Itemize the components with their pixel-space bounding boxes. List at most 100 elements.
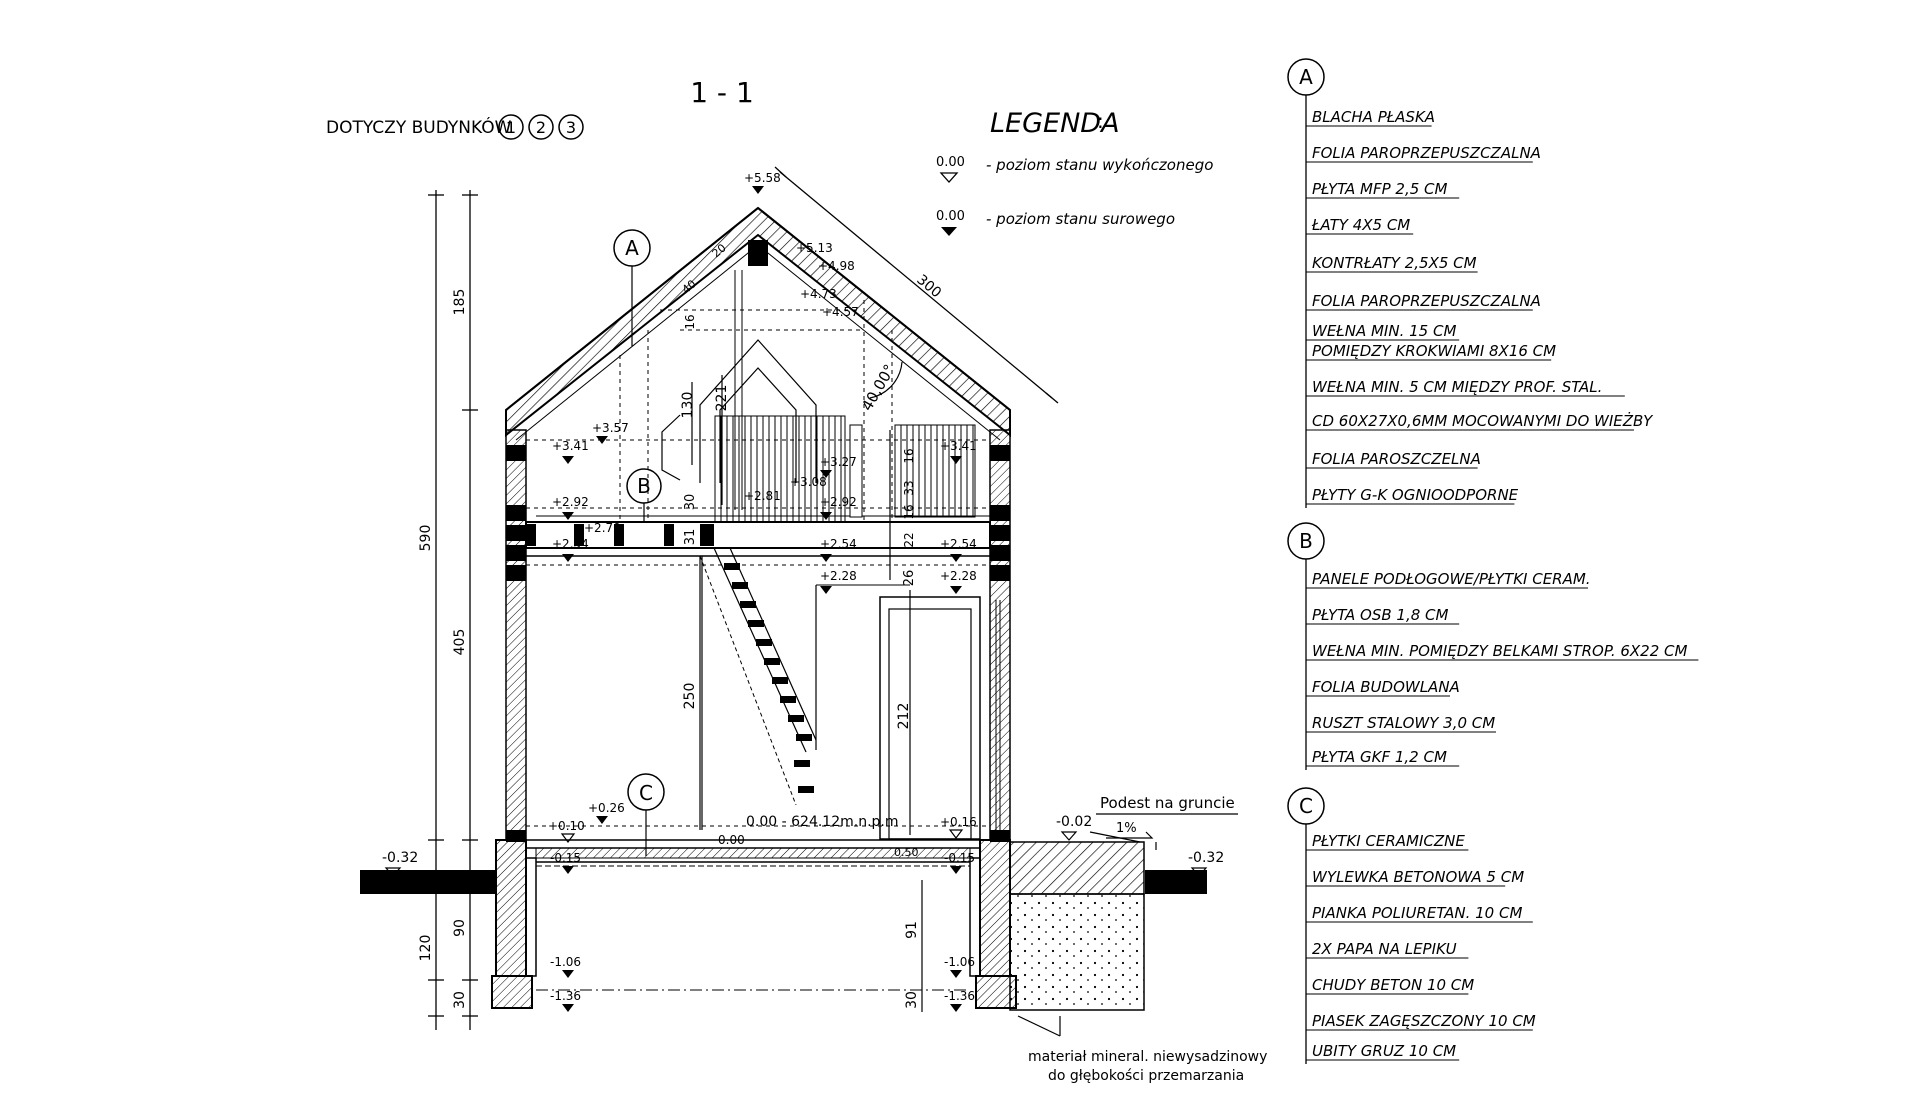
level-292-b: +2.92 <box>820 495 857 509</box>
dim-33: 33 <box>902 480 916 495</box>
legend-level-value-1: 0.00 <box>936 155 965 170</box>
level-341-b: +3.41 <box>940 439 977 453</box>
dim-91: 91 <box>904 921 920 939</box>
layer-item: RUSZT STALOWY 3,0 CM <box>1312 714 1495 732</box>
dim-120: 120 <box>418 935 434 962</box>
layer-item: PŁYTKI CERAMICZNE <box>1312 832 1465 850</box>
layer-item: WEŁNA MIN. POMIĘDZY BELKAMI STROP. 6X22 … <box>1312 642 1687 660</box>
layer-item: KONTRŁATY 2,5X5 CM <box>1312 254 1477 272</box>
layer-item: PŁYTA OSB 1,8 CM <box>1312 606 1449 624</box>
foundation-left <box>491 839 537 1009</box>
callout-b-drawing: B <box>626 468 662 522</box>
note-line-1: materiał mineral. niewysadzinowy <box>1028 1049 1267 1065</box>
layer-item: WEŁNA MIN. 15 CM <box>1312 322 1456 340</box>
dim-16-c: 16 <box>902 504 916 519</box>
layer-item: PANELE PODŁOGOWE/PŁYTKI CERAM. <box>1312 570 1591 588</box>
level-m106-a: -1.06 <box>550 955 581 969</box>
level-228-a: +2.28 <box>820 569 857 583</box>
layer-item: FOLIA PAROPRZEPUSZCZALNA <box>1312 144 1541 162</box>
level-473: +4.73 <box>800 287 837 301</box>
door <box>879 596 1001 840</box>
level-254-a: +2.54 <box>552 537 589 551</box>
level-270: +2.70 <box>584 521 621 535</box>
dimension-chain-left <box>428 190 478 1030</box>
level-triangles <box>562 186 962 1012</box>
wall-left <box>505 429 527 842</box>
layer-item: FOLIA BUDOWLANA <box>1312 678 1460 696</box>
level-228-b: +2.28 <box>940 569 977 583</box>
layer-group-b: B PANELE PODŁOGOWE/PŁYTKI CERAM. PŁYTA OSB… <box>1287 522 1699 770</box>
dim-90: 90 <box>452 919 468 937</box>
dim-212: 212 <box>896 703 912 730</box>
layer-item: POMIĘDZY KROKWIAMI 8X16 CM <box>1312 342 1556 360</box>
dim-300: 300 <box>913 272 944 301</box>
layer-item: WEŁNA MIN. 5 CM MIĘDZY PROF. STAL. <box>1312 378 1602 396</box>
dim-221: 221 <box>714 385 730 412</box>
section-title: 1 - 1 <box>690 76 754 109</box>
layer-item: PIANKA POLIURETAN. 10 CM <box>1312 904 1522 922</box>
dim-26: 26 <box>902 570 917 587</box>
callout-c-drawing: C <box>627 773 665 856</box>
level-341-a: +3.41 <box>552 439 589 453</box>
layer-item: PŁYTA MFP 2,5 CM <box>1312 180 1447 198</box>
roof-angle: 40,00° <box>858 361 899 414</box>
ground-line <box>360 870 1207 894</box>
legend-item-raw: 0.00 - poziom stanu surowego <box>936 209 1175 236</box>
podest-slope: 1% <box>1116 821 1137 836</box>
building-number-1: 1 <box>506 118 516 137</box>
roof-slope-dimension <box>774 166 1059 404</box>
legend-title-colon: : <box>1097 109 1104 133</box>
dim-31: 31 <box>683 529 698 546</box>
level-m106-b: -1.06 <box>944 955 975 969</box>
layer-item: BLACHA PŁASKA <box>1312 108 1435 126</box>
layer-item: UBITY GRUZ 10 CM <box>1312 1042 1456 1060</box>
building-number-3: 3 <box>566 118 576 137</box>
level-sub-c: 0.50 <box>894 846 919 859</box>
dim-30-c: 30 <box>683 494 698 511</box>
level-zero-raw: 0.00 <box>718 833 745 847</box>
layer-group-letter: C <box>1299 794 1313 818</box>
dim-185: 185 <box>452 289 468 316</box>
layer-item: CD 60X27X0,6MM MOCOWANYMI DO WIEŻBY <box>1312 411 1654 430</box>
layer-item: ŁATY 4X5 CM <box>1311 216 1410 234</box>
layer-item: FOLIA PAROPRZEPUSZCZALNA <box>1312 292 1541 310</box>
level-zero-elevation: 0.00 - 624.12m.n.p.m <box>746 814 899 830</box>
dim-16-b: 16 <box>902 448 916 463</box>
level-498: +4.98 <box>818 259 855 273</box>
layer-item: PŁYTA GKF 1,2 CM <box>1312 748 1447 766</box>
ground-slab <box>525 839 981 991</box>
level-markers: +5.58 +5.13 +4.98 +4.73 +4.57 +3.57 +3.4… <box>382 171 1224 1003</box>
building-number-2: 2 <box>536 118 546 137</box>
level-m136-b: -1.36 <box>944 989 975 1003</box>
dim-22: 22 <box>902 532 916 547</box>
level-513: +5.13 <box>796 241 833 255</box>
legend-item-finished: 0.00 - poziom stanu wykończonego <box>936 155 1213 183</box>
dim-590: 590 <box>418 525 434 552</box>
level-292-a: +2.92 <box>552 495 589 509</box>
terrace-platform <box>1009 831 1145 1011</box>
dim-30-b: 30 <box>904 991 920 1009</box>
stair <box>699 547 910 830</box>
layer-group-letter: B <box>1299 529 1313 553</box>
callout-a-drawing: A <box>613 229 651 346</box>
layer-item: CHUDY BETON 10 CM <box>1312 976 1474 994</box>
dashed-level-lines <box>526 300 990 827</box>
level-m015-b: -0.15 <box>944 851 975 865</box>
level-026: +0.26 <box>588 801 625 815</box>
attic-railing <box>714 415 976 523</box>
callout-c-letter: C <box>639 781 653 805</box>
level-triangles-open <box>384 829 1208 877</box>
layer-item: FOLIA PAROSZCZELNA <box>1312 450 1481 468</box>
level-ridge: +5.58 <box>744 171 781 185</box>
callout-b-letter: B <box>637 474 651 498</box>
level-254-b: +2.54 <box>820 537 857 551</box>
building-number-badges: 1 2 3 <box>498 114 584 140</box>
dim-130: 130 <box>680 392 696 419</box>
level-010: +0.10 <box>548 819 585 833</box>
layer-item: 2X PAPA NA LEPIKU <box>1312 940 1457 958</box>
level-254-c: +2.54 <box>940 537 977 551</box>
